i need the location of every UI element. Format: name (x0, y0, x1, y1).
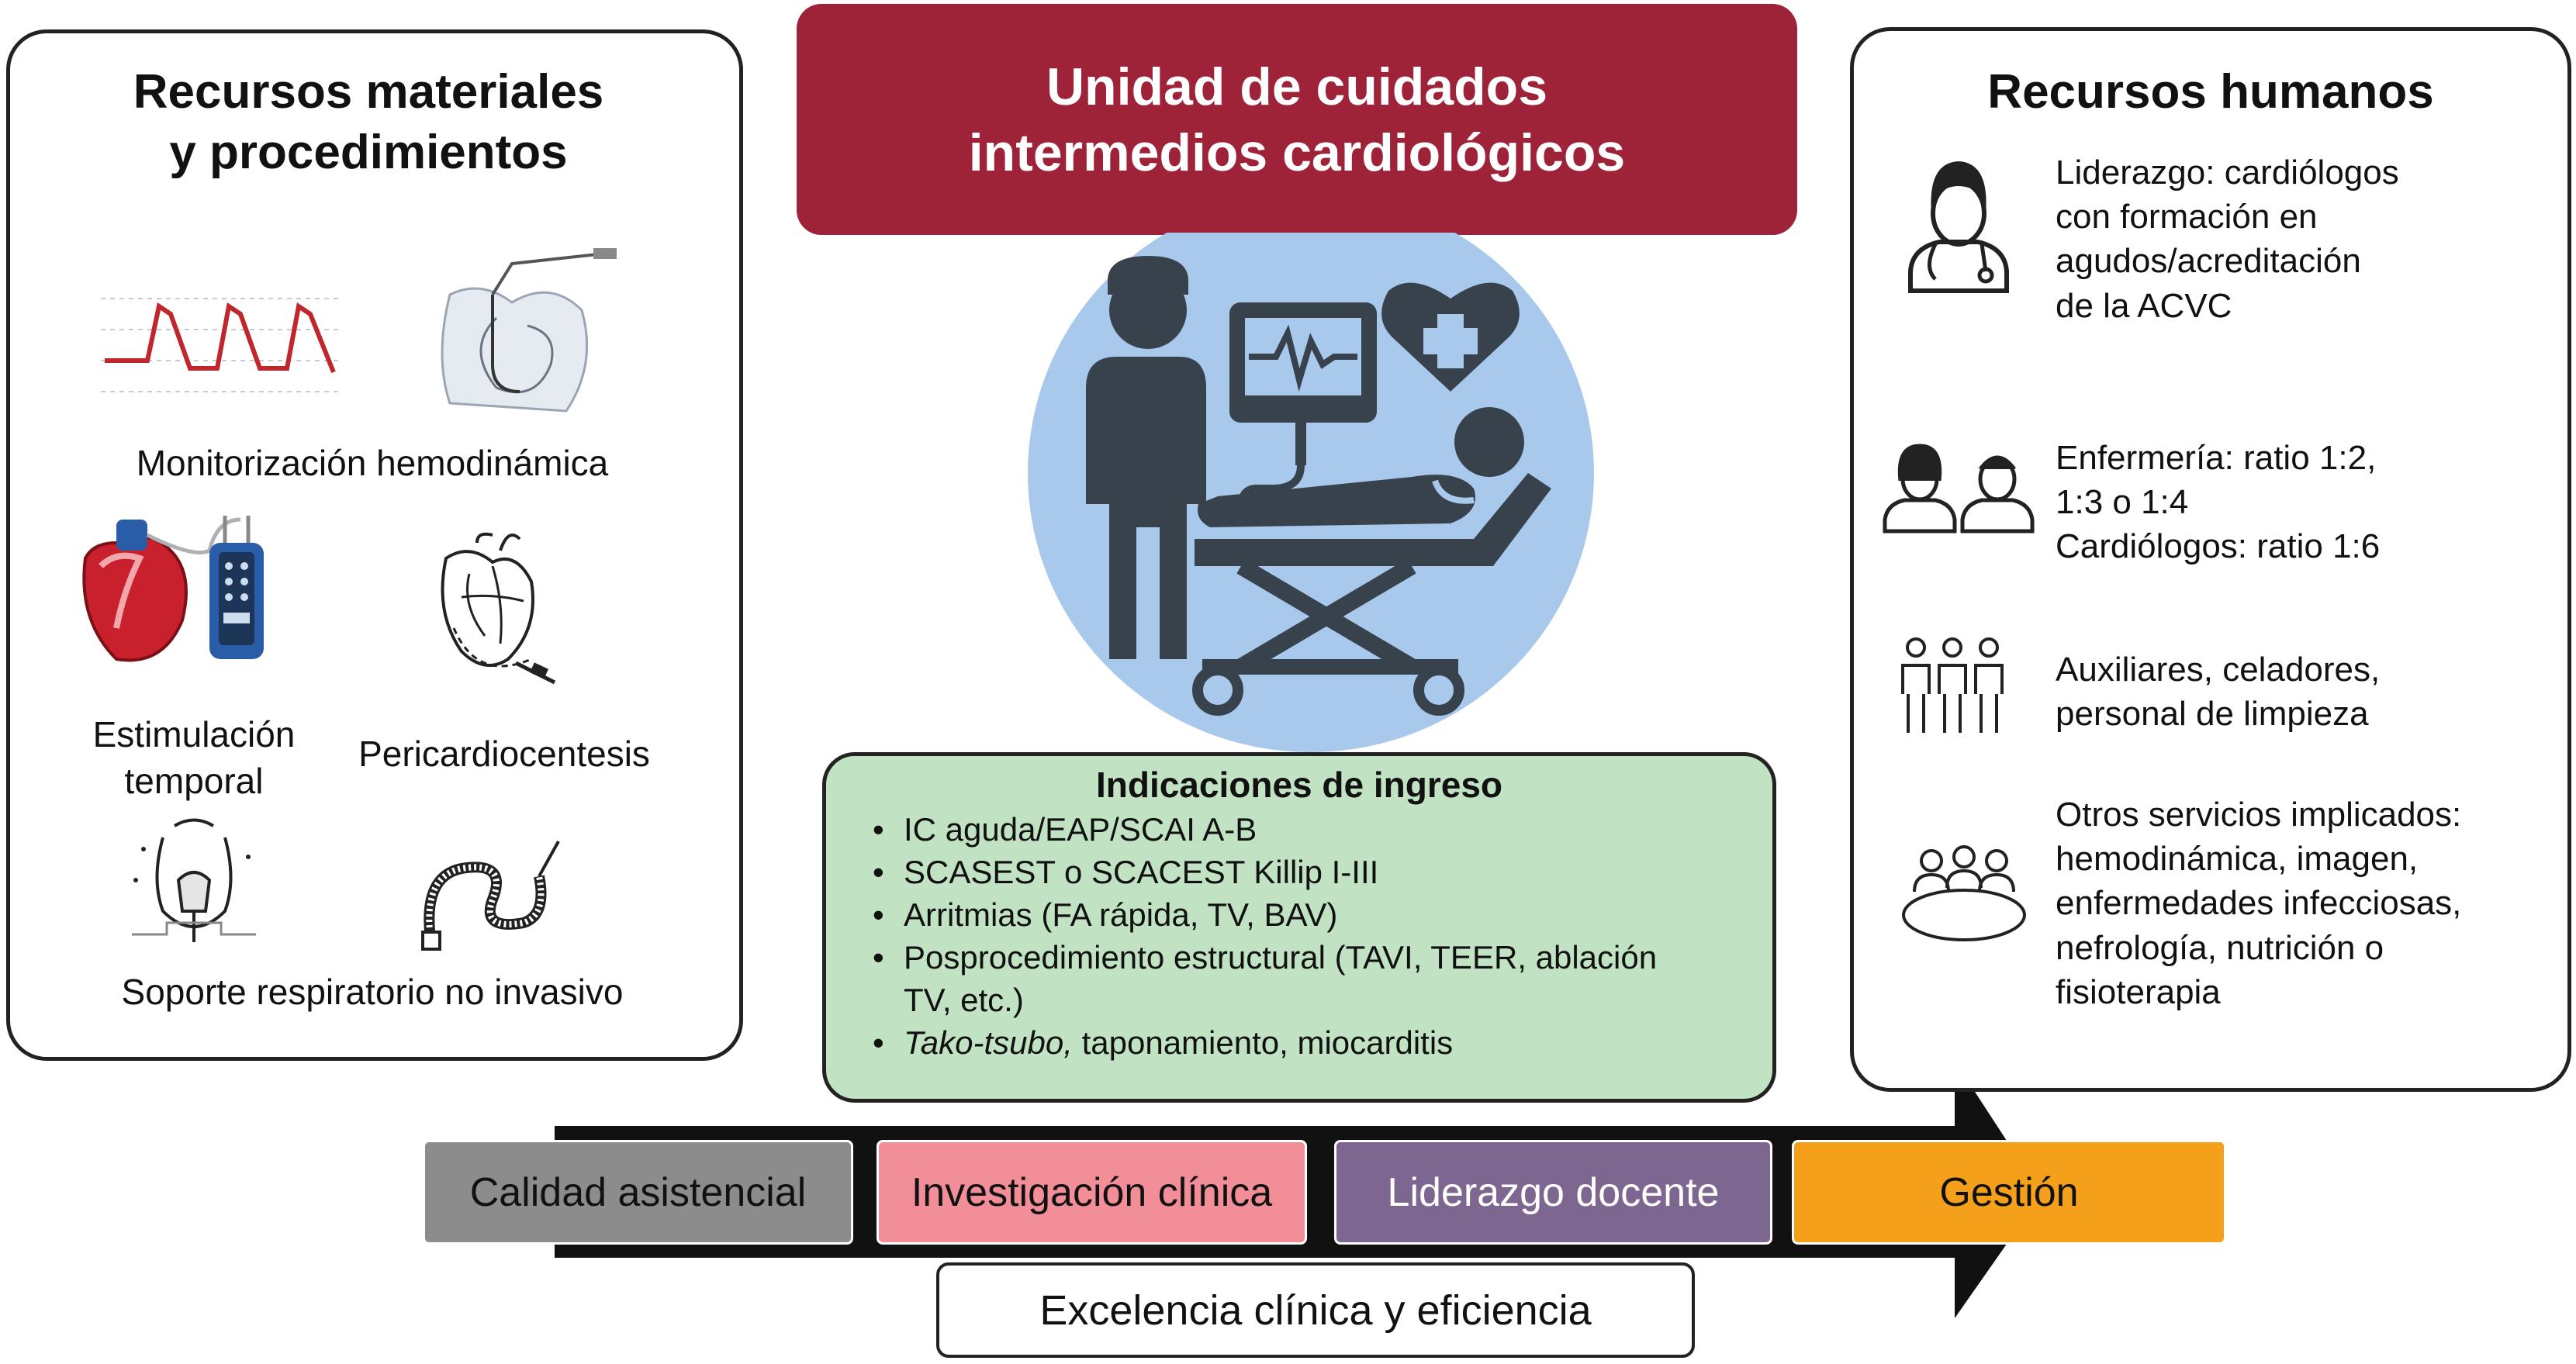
pericardiocentesis-label: Pericardiocentesis (358, 734, 650, 774)
patient-bed-icon (1198, 475, 1475, 527)
indication-item: •IC aguda/EAP/SCAI A-B (873, 811, 1257, 848)
human-resources-panel (1850, 27, 2571, 1092)
patient-care-illustration (1028, 233, 1594, 752)
nurse-doctor-pair-icon (1883, 444, 2035, 534)
doctor-icon (1908, 161, 2009, 293)
pacemaker-icon (82, 516, 264, 662)
temporary-pacing-label: Estimulación temporal (92, 714, 296, 801)
meeting-table-icon (1902, 845, 2026, 941)
other-services-text: Otros servicios implicados:hemodinámica,… (2056, 796, 2462, 1011)
clinical-research-box: Investigación clínica (877, 1140, 1307, 1245)
ecg-waveform-icon (101, 298, 341, 392)
indications-list: •IC aguda/EAP/SCAI A-B •SCASEST o SCACES… (873, 808, 1765, 1064)
human-resources-title: Recursos humanos (1987, 65, 2434, 119)
admission-indications-box (822, 752, 1776, 1103)
indication-item: •Posprocedimiento estructural (TAVI, TEE… (873, 939, 1658, 976)
indication-item: •SCASEST o SCACEST Killip I-III (873, 854, 1379, 890)
indication-item-continued: TV, etc.) (904, 982, 1024, 1018)
clinical-excellence-box: Excelencia clínica y eficiencia (936, 1262, 1695, 1358)
oxygen-mask-icon (132, 818, 256, 942)
pericardiocentesis-icon (441, 532, 556, 685)
teaching-leadership-box: Liderazgo docente (1334, 1140, 1772, 1245)
indication-item: •Arritmias (FA rápida, TV, BAV) (873, 896, 1338, 933)
auxiliary-staff-text: Auxiliares, celadores,personal de limpie… (2056, 651, 2381, 734)
hemodynamic-monitoring-label: Monitorización hemodinámica (136, 443, 609, 483)
material-resources-title: Recursos materiales y procedimientos (133, 65, 604, 179)
doctor-icon (1086, 357, 1206, 659)
quality-care-box: Calidad asistencial (423, 1140, 853, 1245)
noninvasive-respiratory-label: Soporte respiratorio no invasivo (121, 972, 624, 1012)
icu-header (797, 4, 1797, 235)
cpap-tube-icon (421, 841, 560, 951)
management-box: Gestión (1792, 1140, 2226, 1245)
staff-group-icon (1901, 637, 2004, 733)
catheter-heart-icon (441, 248, 617, 413)
indications-title: Indicaciones de ingreso (1095, 765, 1503, 805)
icu-title: Unidad de cuidados intermedios cardiológ… (968, 57, 1626, 182)
indication-item: •Tako-tsubo, taponamiento, miocarditis (873, 1024, 1454, 1061)
